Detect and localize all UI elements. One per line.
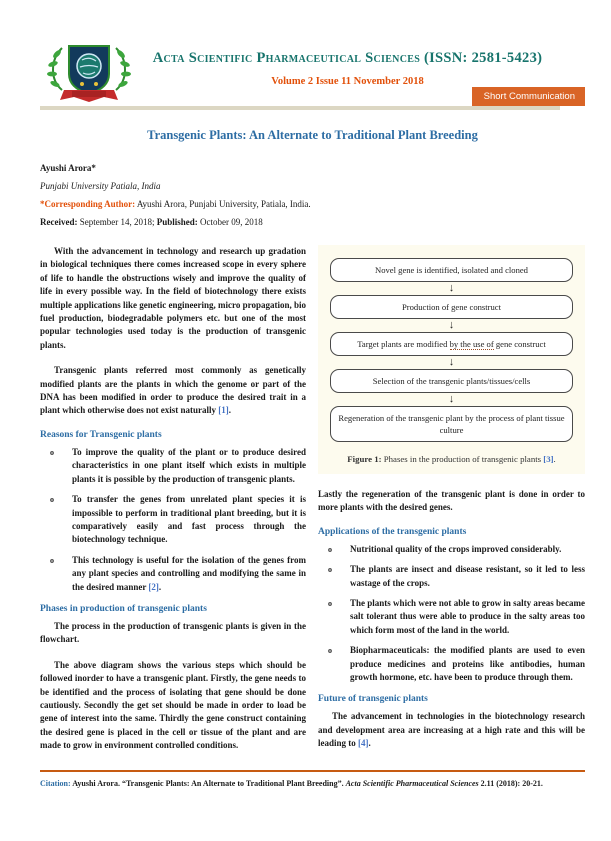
- flowchart-step-2: Production of gene construct: [330, 295, 573, 319]
- corresponding-author-text: Ayushi Arora, Punjabi University, Patial…: [135, 199, 311, 209]
- author-affiliation: Punjabi University Patiala, India: [40, 181, 161, 191]
- figure-1-panel: Novel gene is identified, isolated and c…: [318, 245, 585, 474]
- author-name: Ayushi Arora*: [40, 163, 96, 173]
- list-item-text: To transfer the genes from unrelated pla…: [72, 494, 306, 545]
- heading-phases: Phases in production of transgenic plant…: [40, 603, 207, 614]
- list-item-text: The plants which were not able to grow i…: [350, 598, 585, 635]
- figure-1-caption: Figure 1: Phases in the production of tr…: [347, 454, 556, 464]
- bullet-icon: o: [328, 544, 332, 554]
- dates-line: Received: September 14, 2018; Published:…: [40, 213, 585, 231]
- list-item-text: The plants are insect and disease resist…: [350, 564, 585, 588]
- journal-logo-icon: [47, 45, 131, 102]
- list-item: o To improve the quality of the plant or …: [40, 446, 306, 486]
- citation-line: Citation: Ayushi Arora. “Transgenic Plan…: [40, 778, 585, 790]
- article-type-badge: Short Communication: [471, 87, 585, 106]
- heading-future: Future of transgenic plants: [318, 694, 428, 705]
- list-item: o Biopharmaceuticals: the modified plants…: [318, 644, 585, 684]
- bullet-icon: o: [328, 565, 332, 575]
- citation-text: Ayushi Arora. “Transgenic Plants: An Alt…: [70, 779, 346, 788]
- citation-journal-name: Acta Scientific Pharmaceutical Sciences: [345, 779, 479, 788]
- paragraph-diagram-explanation: The above diagram shows the various step…: [40, 659, 306, 751]
- bullet-icon: o: [328, 646, 332, 656]
- volume-issue-line: Volume 2 Issue 11 November 2018: [271, 76, 424, 87]
- citation-pages: 2.11 (2018): 20-21.: [478, 779, 543, 788]
- article-title: Transgenic Plants: An Alternate to Tradi…: [147, 128, 478, 142]
- header-divider: [40, 106, 560, 110]
- spellcheck-underline: by the use of: [449, 339, 494, 350]
- list-item: o Nutritional quality of the crops improv…: [318, 543, 585, 556]
- paragraph-definition: Transgenic plants referred most commonly…: [40, 364, 306, 418]
- list-item: o To transfer the genes from unrelated pl…: [40, 493, 306, 547]
- published-label: Published:: [156, 217, 198, 227]
- list-item: o This technology is useful for the isola…: [40, 554, 306, 594]
- paragraph-flowchart-note: The process in the production of transge…: [40, 620, 306, 645]
- flowchart-step-5: Regeneration of the transgenic plant by …: [330, 406, 573, 442]
- reference-link-1[interactable]: [1]: [218, 405, 229, 416]
- list-item: o The plants which were not able to grow …: [318, 597, 585, 637]
- applications-bullet-list: o Nutritional quality of the crops improv…: [318, 543, 585, 685]
- list-item-text: Biopharmaceuticals: the modified plants …: [350, 645, 585, 683]
- paragraph-definition-period: .: [228, 405, 232, 416]
- arrow-down-icon: ↓: [448, 319, 455, 331]
- left-column: With the advancement in technology and r…: [40, 245, 306, 765]
- bullet-icon: o: [50, 447, 54, 457]
- paragraph-definition-text: Transgenic plants referred most commonly…: [40, 365, 306, 416]
- reference-link-4[interactable]: [4]: [358, 738, 369, 749]
- reasons-bullet-list: o To improve the quality of the plant or …: [40, 446, 306, 594]
- journal-title: Acta Scientific Pharmaceutical Sciences …: [152, 50, 543, 66]
- article-body: With the advancement in technology and r…: [40, 245, 585, 765]
- arrow-down-icon: ↓: [448, 393, 455, 405]
- arrow-down-icon: ↓: [448, 356, 455, 368]
- received-value: September 14, 2018;: [77, 217, 157, 227]
- paragraph-future: The advancement in technologies in the b…: [318, 711, 585, 749]
- author-block: Ayushi Arora* Punjabi University Patiala…: [40, 159, 585, 231]
- citation-label: Citation:: [40, 779, 71, 788]
- flowchart-step-4: Selection of the transgenic plants/tissu…: [330, 369, 573, 393]
- heading-applications: Applications of the transgenic plants: [318, 526, 467, 537]
- heading-reasons: Reasons for Transgenic plants: [40, 429, 162, 440]
- figure-label: Figure 1:: [347, 454, 382, 464]
- reference-link-2[interactable]: [2]: [148, 581, 159, 592]
- footer-divider: [40, 770, 585, 772]
- flowchart-step-1: Novel gene is identified, isolated and c…: [330, 258, 573, 282]
- received-label: Received:: [40, 217, 78, 227]
- list-item-text: This technology is useful for the isolat…: [72, 554, 306, 592]
- right-column: Novel gene is identified, isolated and c…: [318, 245, 585, 763]
- published-value: October 09, 2018: [197, 217, 263, 227]
- page-header: Acta Scientific Pharmaceutical Sciences …: [40, 42, 585, 106]
- bullet-icon: o: [50, 555, 54, 565]
- flowchart-step-3: Target plants are modified by the use of…: [330, 332, 573, 356]
- arrow-down-icon: ↓: [448, 282, 455, 294]
- bullet-icon: o: [328, 599, 332, 609]
- paragraph-lastly: Lastly the regeneration of the transgeni…: [318, 489, 585, 513]
- reference-link-3[interactable]: [3]: [543, 454, 554, 464]
- bullet-icon: o: [50, 495, 54, 505]
- paragraph-intro: With the advancement in technology and r…: [40, 246, 306, 350]
- corresponding-author-label: *Corresponding Author:: [40, 199, 136, 209]
- list-item-text: To improve the quality of the plant or t…: [72, 446, 306, 484]
- list-item-text: Nutritional quality of the crops improve…: [350, 543, 562, 554]
- corresponding-author-line: *Corresponding Author: Ayushi Arora, Pun…: [40, 195, 585, 213]
- list-item: o The plants are insect and disease resis…: [318, 563, 585, 590]
- page-footer: Citation: Ayushi Arora. “Transgenic Plan…: [40, 770, 585, 790]
